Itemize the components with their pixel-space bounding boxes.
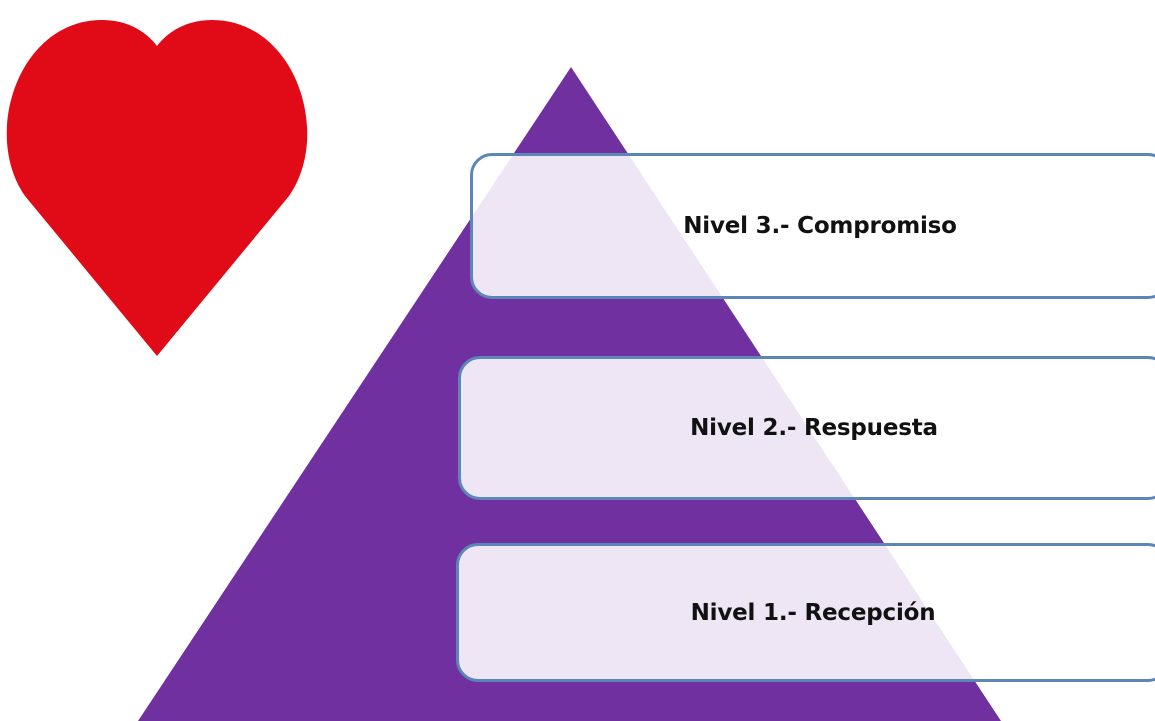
level-box-1: Nivel 1.- Recepción: [456, 543, 1155, 682]
heart-icon: [6, 20, 308, 356]
level-label-3: Nivel 3.- Compromiso: [683, 213, 957, 239]
level-box-2: Nivel 2.- Respuesta: [458, 356, 1155, 500]
level-box-3: Nivel 3.- Compromiso: [470, 153, 1155, 299]
level-label-1: Nivel 1.- Recepción: [690, 599, 936, 626]
level-label-2: Nivel 2.- Respuesta: [690, 415, 938, 441]
